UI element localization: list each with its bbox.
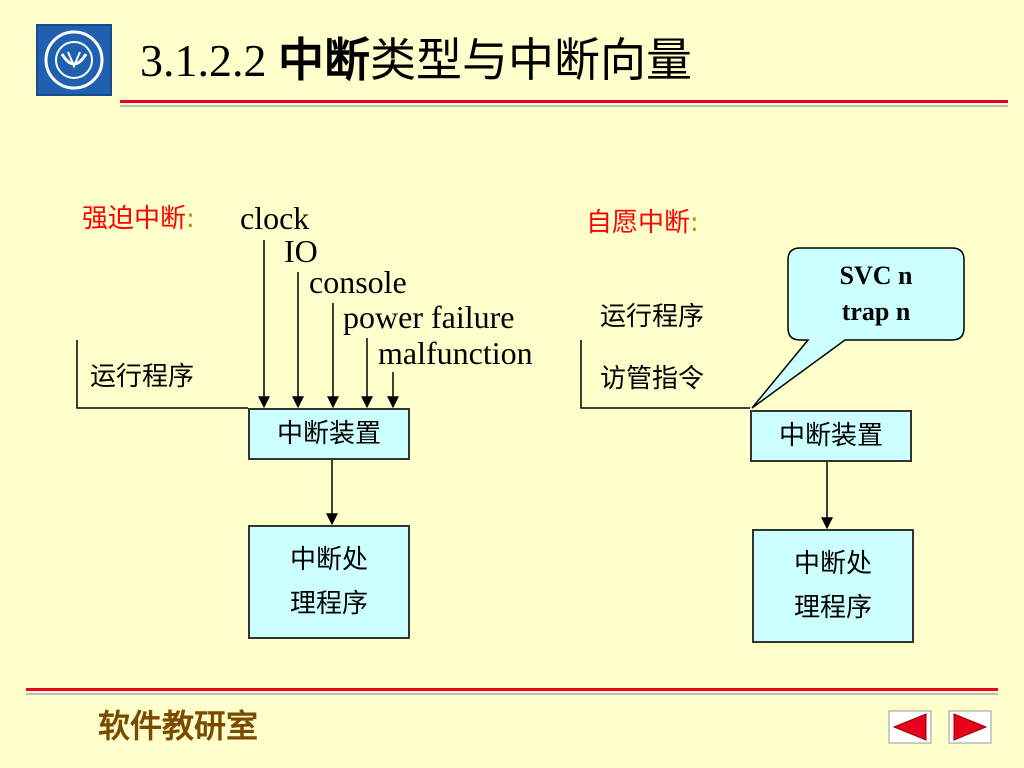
forced-interrupt-text: 强迫中断	[82, 204, 187, 234]
source-io: IO	[284, 233, 318, 269]
left-interrupt-handler-box: 中断处 理程序	[248, 525, 410, 639]
voluntary-interrupt-label: 自愿中断:	[586, 206, 699, 240]
left-running-program: 运行程序	[90, 362, 195, 392]
callout-line1: SVC n	[839, 261, 913, 290]
left-handler-line1: 中断处	[289, 545, 368, 575]
footer-rule-gray	[26, 693, 998, 695]
forced-interrupt-label: 强迫中断:	[82, 202, 195, 236]
footer-department: 软件教研室	[98, 707, 259, 745]
title-number: 3.1.2.2	[140, 35, 278, 86]
title-bold: 中断	[278, 33, 370, 87]
header-rule-gray	[120, 105, 1008, 107]
left-handler-line2: 理程序	[289, 589, 368, 619]
right-interrupt-device-box: 中断装置	[750, 410, 912, 462]
right-arrow-icon	[948, 710, 992, 744]
title-rest: 类型与中断向量	[370, 33, 692, 87]
source-power-failure: power failure	[343, 299, 515, 335]
page-title: 3.1.2.2 中断类型与中断向量	[140, 28, 692, 93]
source-console: console	[309, 264, 407, 300]
next-slide-button[interactable]	[948, 710, 992, 744]
footer-rule-red	[26, 688, 998, 691]
header-rule-red	[120, 100, 1008, 103]
prev-slide-button[interactable]	[888, 710, 932, 744]
right-running-program: 运行程序	[600, 302, 705, 332]
right-handler-line1: 中断处	[793, 549, 872, 579]
left-interrupt-device-text: 中断装置	[276, 419, 381, 449]
callout-line2: trap n	[841, 297, 911, 326]
left-interrupt-device-box: 中断装置	[248, 408, 410, 460]
callout-text: SVC n trap n	[788, 258, 964, 330]
right-interrupt-handler-box: 中断处 理程序	[752, 529, 914, 643]
forced-interrupt-colon: :	[186, 204, 195, 234]
left-program-bracket	[76, 340, 248, 409]
right-interrupt-device-text: 中断装置	[778, 421, 883, 451]
right-program-bracket	[580, 340, 750, 409]
source-clock: clock	[240, 200, 310, 236]
right-handler-line2: 理程序	[793, 593, 872, 623]
university-logo	[36, 24, 112, 96]
voluntary-interrupt-colon: :	[690, 208, 699, 238]
voluntary-interrupt-text: 自愿中断	[586, 208, 691, 238]
right-svc-instruction: 访管指令	[600, 364, 705, 394]
left-arrow-icon	[888, 710, 932, 744]
source-malfunction: malfunction	[378, 335, 533, 371]
callout-bubble	[751, 247, 965, 409]
